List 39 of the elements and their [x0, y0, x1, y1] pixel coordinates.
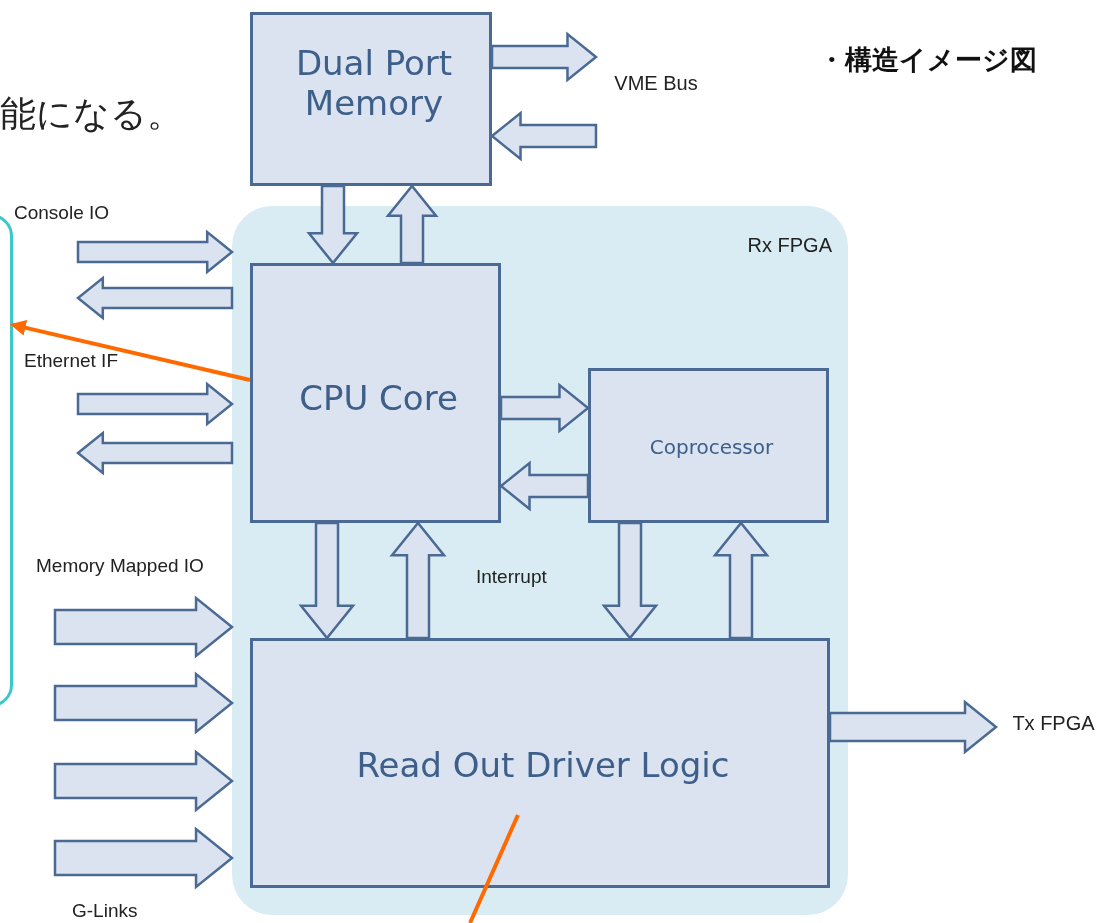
block-arrow	[828, 699, 998, 755]
block-arrow	[53, 595, 234, 659]
block-box	[250, 638, 830, 888]
label-text: VME Bus	[613, 72, 699, 95]
block-box	[588, 368, 829, 523]
label-text: Tx FPGA	[1011, 712, 1096, 735]
block-arrow	[601, 521, 659, 640]
block-arrow	[712, 521, 770, 640]
box-label: Dual Port Memory	[294, 43, 454, 123]
block-arrow	[76, 430, 234, 476]
signal-label: G-Links	[72, 900, 138, 922]
block-arrow	[76, 381, 234, 427]
block-arrow	[499, 382, 590, 434]
block-arrow	[490, 31, 598, 83]
block-box	[250, 12, 492, 186]
block-arrow	[76, 229, 234, 275]
pointer-arrow	[9, 320, 251, 382]
block-arrow	[499, 460, 590, 512]
block-arrow	[385, 184, 439, 265]
block-arrow	[389, 521, 447, 640]
block-arrow	[53, 749, 234, 813]
block-arrow	[53, 826, 234, 890]
block-arrow	[490, 110, 598, 162]
box-label: Rx FPGA	[746, 234, 832, 257]
title: ・構造イメージ図	[818, 43, 1037, 77]
block-arrow	[298, 521, 356, 640]
signal-label: Interrupt	[476, 566, 547, 588]
block-arrow	[76, 275, 234, 321]
signal-label: Memory Mapped IO	[36, 555, 204, 577]
box-label: Read Out Driver Logic	[355, 745, 731, 785]
box-label: Coprocessor	[648, 435, 775, 459]
box-label: CPU Core	[298, 378, 459, 418]
signal-label: Console IO	[14, 202, 110, 224]
body-text: 能になる。	[0, 92, 183, 136]
block-arrow	[53, 671, 234, 735]
block-box	[250, 263, 501, 523]
fpga-region	[232, 206, 848, 915]
signal-label: Ethernet IF	[24, 350, 118, 372]
block-arrow	[306, 184, 360, 265]
